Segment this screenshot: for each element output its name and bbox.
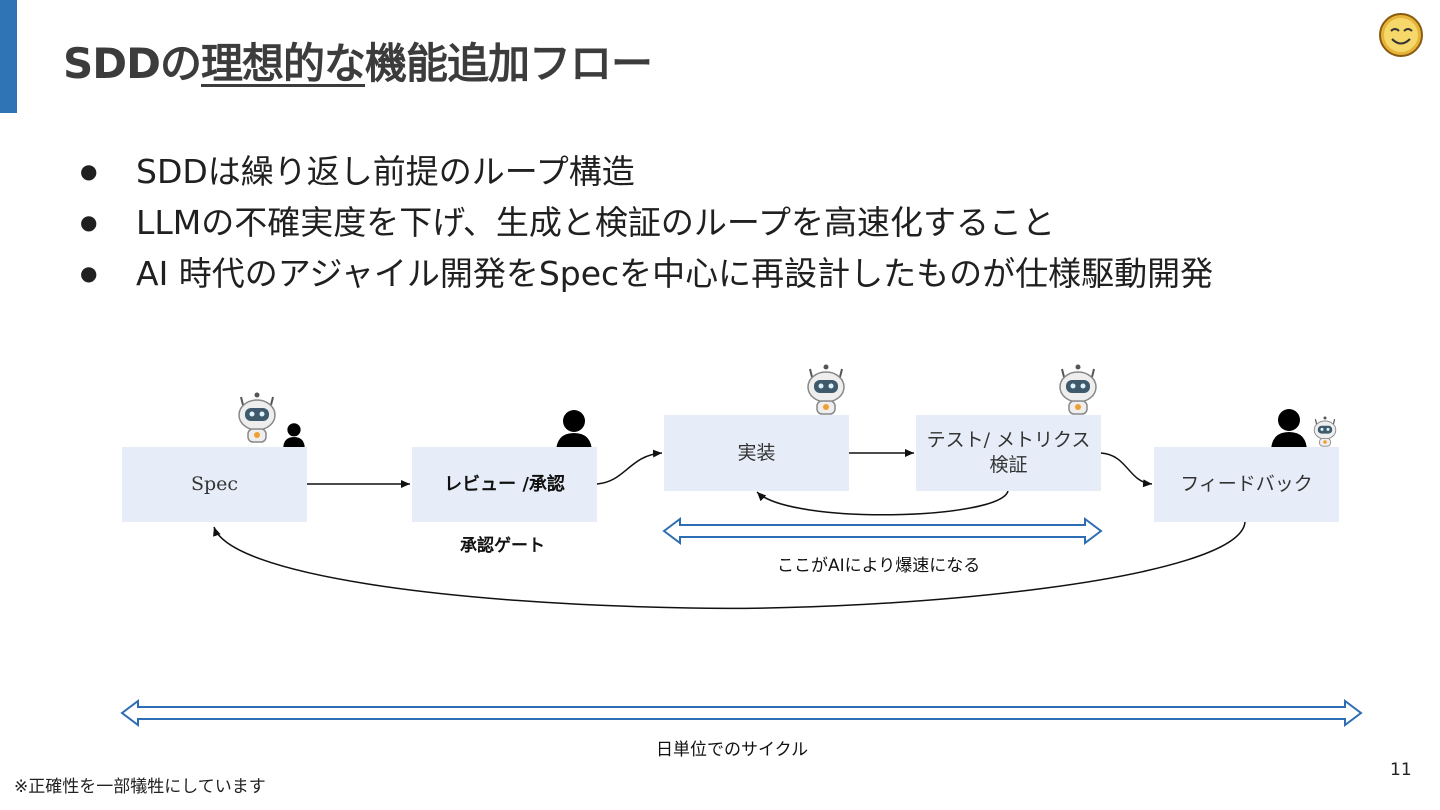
test-box-line2: 検証 bbox=[989, 453, 1027, 478]
arrow-test-to-feedback bbox=[1101, 453, 1152, 484]
review-box: レビュー /承認 bbox=[412, 447, 597, 522]
test-box: テスト/ メトリクス 検証 bbox=[916, 415, 1101, 491]
feedback-box: フィードバック bbox=[1154, 447, 1339, 522]
robot-icon bbox=[239, 393, 275, 443]
gate-label: 承認ゲート bbox=[460, 531, 545, 556]
robot-icon bbox=[1314, 417, 1336, 447]
implement-box: 実装 bbox=[664, 415, 849, 491]
fast-label: ここがAIにより爆速になる bbox=[777, 551, 980, 576]
test-box-line1: テスト/ メトリクス bbox=[927, 428, 1091, 453]
spec-box: Spec bbox=[122, 447, 307, 522]
person-icon bbox=[283, 423, 305, 449]
robot-icon bbox=[808, 365, 844, 415]
fast-range-arrow bbox=[664, 519, 1101, 543]
robot-icon bbox=[1060, 365, 1096, 415]
page-number: 11 bbox=[1390, 760, 1412, 780]
cycle-label: 日単位でのサイクル bbox=[656, 735, 808, 760]
footnote: ※正確性を一部犠牲にしています bbox=[14, 772, 266, 797]
person-icon bbox=[1271, 409, 1307, 452]
arrow-test-back-to-implement bbox=[757, 491, 1008, 515]
arrow-review-to-implement bbox=[597, 453, 662, 484]
cycle-range-arrow bbox=[122, 701, 1361, 725]
